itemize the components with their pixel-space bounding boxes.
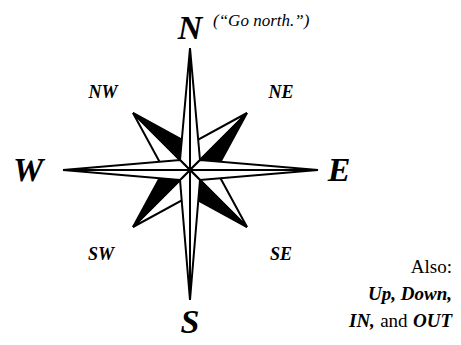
- west-letter: W: [13, 151, 43, 188]
- direction-label: SE: [270, 244, 292, 264]
- rose-half: [63, 160, 190, 170]
- rose-half: [190, 170, 318, 180]
- direction-label: NW: [88, 82, 117, 102]
- label-line: NE: [268, 83, 293, 101]
- direction-label: SW: [88, 244, 114, 264]
- label-line: SW: [88, 245, 114, 263]
- rose-half: [180, 48, 190, 170]
- label-line: Up, Down,: [368, 284, 452, 303]
- direction-label: NE: [268, 82, 293, 102]
- rose-half: [190, 160, 318, 170]
- label-line: SE: [270, 245, 292, 263]
- label-line: (“Go north.”): [213, 12, 309, 29]
- label-line: N: [178, 11, 203, 45]
- note: IN,: [349, 310, 375, 331]
- rose-half: [190, 48, 200, 170]
- note: Up, Down,: [368, 283, 452, 304]
- north-letter: N: [178, 9, 203, 46]
- label-line: NW: [88, 83, 117, 101]
- label-line: IN,and OUT: [349, 311, 452, 330]
- note: Also:: [411, 256, 452, 277]
- label-line: W: [13, 153, 43, 187]
- east-letter: E: [328, 151, 351, 188]
- note: OUT: [413, 310, 452, 331]
- note: (“Go north.”): [213, 11, 309, 30]
- rose-half: [63, 170, 190, 180]
- rose-half: [180, 170, 190, 300]
- south-letter: S: [181, 303, 200, 340]
- label-line: Also:: [411, 257, 452, 276]
- rose-half: [190, 170, 200, 300]
- label-line: S: [181, 305, 200, 339]
- label-line: E: [328, 153, 351, 187]
- note: and: [380, 310, 407, 331]
